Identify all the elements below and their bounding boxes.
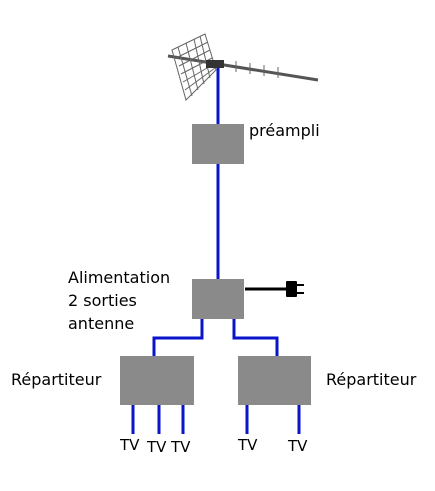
preamp-label: préampli (249, 121, 320, 140)
splitter-left-label: Répartiteur (11, 370, 102, 389)
power-supply-label-line2: 2 sorties (68, 291, 137, 310)
splitter-right-label: Répartiteur (326, 370, 417, 389)
tv-label-left-2: TV (147, 438, 167, 456)
splitter-left-box (120, 356, 194, 405)
power-supply-box (192, 279, 244, 319)
cable-power-left-splitter (152, 318, 204, 357)
antenna-icon (167, 33, 319, 101)
coax-cables (131, 68, 301, 434)
tv-label-right-1: TV (238, 436, 258, 454)
power-supply-label-line3: antenne (68, 314, 135, 333)
tv-label-left-1: TV (120, 436, 140, 454)
tv-label-right-2: TV (288, 437, 308, 455)
tv-label-left-3: TV (171, 438, 191, 456)
cable-power-right-splitter (232, 318, 279, 357)
power-supply-label-line1: Alimentation (68, 268, 171, 287)
power-plug-icon (245, 281, 304, 297)
preamp-box (192, 124, 244, 164)
splitter-right-box (238, 356, 311, 405)
